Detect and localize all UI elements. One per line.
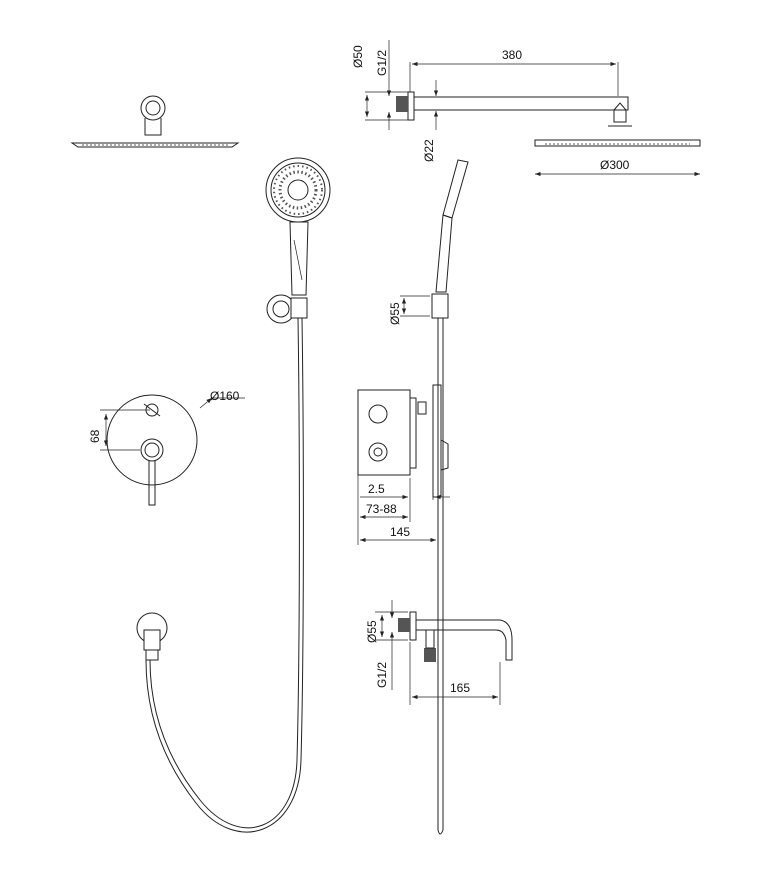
arm-diameter-label: Ø22 <box>422 139 436 162</box>
arm-thread-label: G1/2 <box>375 50 389 76</box>
plate-diameter-label: Ø160 <box>210 389 240 403</box>
holder-diameter-label: Ø55 <box>388 302 402 325</box>
spout-side: Ø55 G1/2 165 <box>365 600 513 705</box>
mixer-plate-front: Ø160 68 <box>88 389 245 506</box>
arm-length-label: 380 <box>502 48 522 62</box>
arm-flange-diameter-label: Ø50 <box>351 45 365 68</box>
valve-box-side: 2.5 73-88 145 <box>357 384 450 545</box>
head-diameter-label: Ø300 <box>600 158 630 172</box>
total-depth-label: 145 <box>390 525 410 539</box>
spout-length-label: 165 <box>450 681 470 695</box>
box-depth-label: 73-88 <box>366 502 397 516</box>
plate-spacing-label: 68 <box>88 429 102 443</box>
wall-outlet-front <box>136 612 168 661</box>
hand-shower-side: Ø55 <box>388 159 469 835</box>
outlet-thread-label: G1/2 <box>375 662 389 688</box>
outlet-diameter-label: Ø55 <box>365 620 379 643</box>
plate-depth-label: 2.5 <box>368 482 385 496</box>
overhead-shower-front <box>70 95 240 148</box>
shower-arm-side: 380 Ø50 G1/2 Ø22 Ø300 <box>351 40 701 177</box>
hand-shower-front <box>145 157 331 833</box>
